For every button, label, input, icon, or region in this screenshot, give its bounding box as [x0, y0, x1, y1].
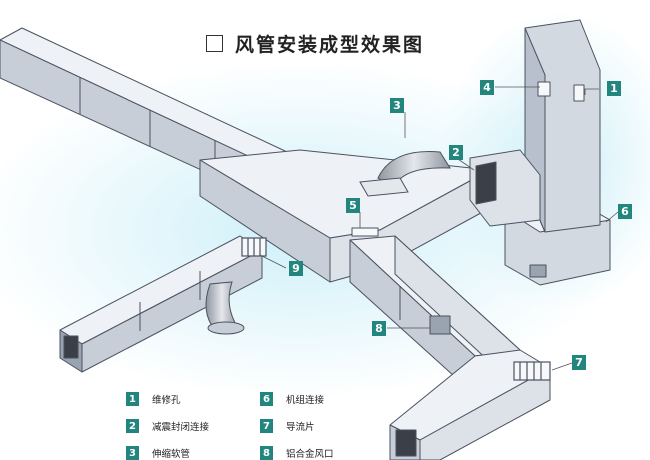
leader-lines [259, 86, 619, 371]
legend-text: 机组连接 [286, 395, 325, 406]
legend-item-3: 3 伸缩软管 [126, 446, 190, 460]
duct-lower-left [59, 235, 263, 373]
legend-item-8: 8 铝合金风口 [260, 446, 334, 460]
legend-num: 1 [126, 392, 139, 406]
legend-num: 6 [260, 392, 273, 406]
callout-1: 1 [607, 81, 621, 96]
callout-4: 4 [480, 80, 494, 95]
legend-num: 7 [260, 419, 273, 433]
title-checkbox-icon [206, 34, 223, 52]
legend-item-7: 7 导流片 [260, 419, 315, 433]
callout-8: 8 [372, 321, 386, 336]
callout-9: 9 [289, 261, 303, 276]
title-text: 风管安装成型效果图 [235, 33, 425, 56]
legend-item-1: 1 维修孔 [126, 392, 181, 406]
callout-2: 2 [449, 145, 463, 160]
legend-text: 铝合金风口 [286, 449, 334, 460]
legend-text: 维修孔 [152, 395, 181, 406]
flexible-hose-upper [359, 151, 451, 197]
legend-text: 伸缩软管 [152, 449, 191, 460]
service-panel [241, 237, 267, 257]
legend-num: 2 [126, 419, 139, 433]
flexible-hose-lower [205, 281, 245, 335]
legend-item-6: 6 机组连接 [260, 392, 324, 406]
unit-collar [469, 149, 541, 227]
callout-3: 3 [390, 98, 404, 113]
duct-bottom-run [389, 349, 551, 460]
callout-5: 5 [346, 198, 360, 213]
duct-lower-right-branch [349, 235, 521, 396]
callout-7: 7 [572, 355, 586, 370]
legend-item-2: 2 减震封闭连接 [126, 419, 209, 433]
legend-text: 减震封闭连接 [152, 422, 210, 433]
legend-num: 8 [260, 446, 273, 460]
callout-6: 6 [618, 204, 632, 219]
guide-vanes [513, 361, 551, 381]
diagram-title: 风管安装成型效果图 [206, 30, 424, 56]
legend-text: 导流片 [286, 422, 315, 433]
legend-num: 3 [126, 446, 139, 460]
